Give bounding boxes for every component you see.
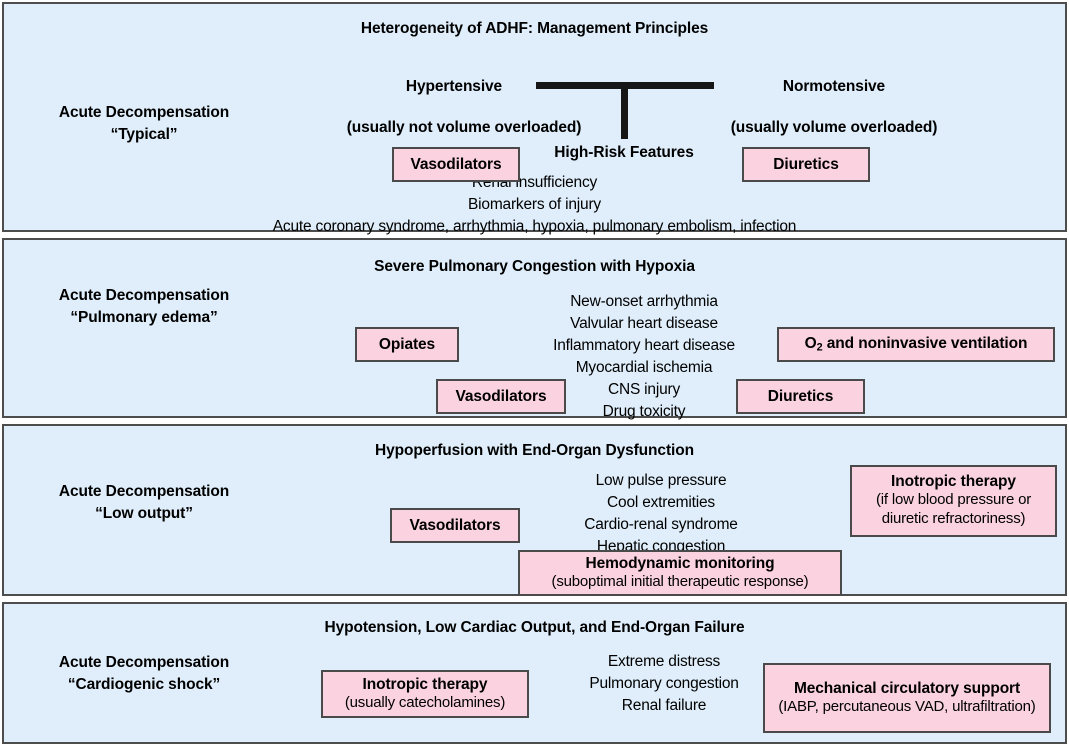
treatment-box-title: Hemodynamic monitoring xyxy=(585,554,775,572)
feature-list-typical: Renal insufficiency Biomarkers of injury… xyxy=(4,172,1065,238)
feature-item: Extreme distress xyxy=(607,653,721,670)
treatment-box-title: Diuretics xyxy=(773,155,839,173)
figure-title: Heterogeneity of ADHF: Management Princi… xyxy=(360,20,709,37)
feature-item: CNS injury xyxy=(607,381,681,398)
panel-typical: Heterogeneity of ADHF: Management Princi… xyxy=(2,2,1067,235)
treatment-box-sub: (usually catecholamines) xyxy=(344,693,506,711)
t-connector-vertical xyxy=(621,82,628,139)
treatment-box-mechanical-circulatory-support[interactable]: Mechanical circulatory support (IABP, pe… xyxy=(763,663,1051,733)
feature-list-cardiogenic-shock: Extreme distress Pulmonary congestion Re… xyxy=(524,651,804,717)
row-label-pulmonary-edema: Acute Decompensation “Pulmonary edema” xyxy=(34,285,254,330)
feature-item: Inflammatory heart disease xyxy=(553,337,735,354)
panel-title-low-output: Hypoperfusion with End-Organ Dysfunction xyxy=(375,442,694,459)
treatment-box-vasodilators[interactable]: Vasodilators xyxy=(392,147,520,182)
branch-label-hypertensive: Hypertensive xyxy=(405,78,503,95)
treatment-box-diuretics[interactable]: Diuretics xyxy=(742,147,870,182)
feature-item: Pulmonary congestion xyxy=(589,675,739,692)
treatment-box-title: Inotropic therapy xyxy=(362,675,488,693)
row-label-line2: “Cardiogenic shock” xyxy=(67,676,221,694)
row-label-line1: Acute Decompensation xyxy=(58,654,230,671)
feature-list-pulmonary-edema: New-onset arrhythmia Valvular heart dise… xyxy=(484,291,804,423)
high-risk-features-heading: High-Risk Features xyxy=(554,144,694,161)
row-label-typical: Acute Decompensation “Typical” xyxy=(34,102,254,147)
treatment-box-opiates[interactable]: Opiates xyxy=(355,327,459,362)
panel-low-output: Hypoperfusion with End-Organ Dysfunction… xyxy=(2,424,1067,596)
feature-item: Renal failure xyxy=(621,697,707,714)
feature-item: Cool extremities xyxy=(607,494,715,511)
treatment-box-title: Inotropic therapy xyxy=(891,473,1016,491)
treatment-box-title: O2 and noninvasive ventilation xyxy=(804,335,1028,354)
feature-item: Myocardial ischemia xyxy=(575,359,713,376)
panel-cardiogenic-shock: Hypotension, Low Cardiac Output, and End… xyxy=(2,602,1067,744)
treatment-box-vasodilators[interactable]: Vasodilators xyxy=(436,379,566,414)
row-label-line2: “Typical” xyxy=(110,126,178,144)
treatment-box-title: Diuretics xyxy=(767,387,834,405)
feature-item: Low pulse pressure xyxy=(595,472,727,489)
feature-item: Renal insufficiency xyxy=(471,174,598,191)
row-label-line1: Acute Decompensation xyxy=(58,483,230,500)
row-label-line1: Acute Decompensation xyxy=(58,104,230,121)
feature-item: Biomarkers of injury xyxy=(468,196,601,213)
feature-item: Valvular heart disease xyxy=(570,315,718,332)
row-label-low-output: Acute Decompensation “Low output” xyxy=(34,481,254,526)
treatment-box-title: Mechanical circulatory support xyxy=(793,679,1021,697)
feature-item: Acute coronary syndrome, arrhythmia, hyp… xyxy=(272,218,797,235)
row-label-line2: “Pulmonary edema” xyxy=(70,309,218,327)
branch-sub-hypertensive: (usually not volume overloaded) xyxy=(346,119,582,136)
panel-title-pulmonary-edema: Severe Pulmonary Congestion with Hypoxia xyxy=(374,258,695,275)
treatment-box-vasodilators[interactable]: Vasodilators xyxy=(390,508,520,543)
branch-sub-normotensive: (usually volume overloaded) xyxy=(730,119,938,136)
feature-list-low-output: Low pulse pressure Cool extremities Card… xyxy=(501,470,821,558)
row-label-cardiogenic-shock: Acute Decompensation “Cardiogenic shock” xyxy=(34,652,254,697)
treatment-box-sub: (suboptimal initial therapeutic response… xyxy=(551,572,809,590)
treatment-box-title: Vasodilators xyxy=(455,387,547,405)
treatment-box-sub: (IABP, percutaneous VAD, ultrafiltration… xyxy=(778,697,1036,715)
feature-item: New-onset arrhythmia xyxy=(570,293,718,310)
panel-title-cardiogenic-shock: Hypotension, Low Cardiac Output, and End… xyxy=(324,619,745,636)
feature-item: Drug toxicity xyxy=(602,403,686,420)
treatment-box-inotropic-therapy[interactable]: Inotropic therapy (usually catecholamine… xyxy=(321,670,529,718)
treatment-box-diuretics[interactable]: Diuretics xyxy=(736,379,865,414)
row-label-line1: Acute Decompensation xyxy=(58,287,230,304)
branch-label-normotensive: Normotensive xyxy=(782,78,886,95)
treatment-box-inotropic-therapy[interactable]: Inotropic therapy (if low blood pressure… xyxy=(850,465,1057,537)
treatment-box-title: Vasodilators xyxy=(410,155,502,173)
treatment-box-title: Vasodilators xyxy=(409,516,501,534)
row-label-line2: “Low output” xyxy=(95,505,193,523)
treatment-box-sub: (if low blood pressure or diuretic refra… xyxy=(875,491,1032,527)
treatment-box-title: Opiates xyxy=(378,335,436,353)
feature-item: Cardio-renal syndrome xyxy=(584,516,738,533)
treatment-box-hemodynamic-monitoring[interactable]: Hemodynamic monitoring (suboptimal initi… xyxy=(518,550,842,596)
treatment-box-oxygen-ventilation[interactable]: O2 and noninvasive ventilation xyxy=(777,327,1055,362)
panel-pulmonary-edema: Severe Pulmonary Congestion with Hypoxia… xyxy=(2,238,1067,420)
